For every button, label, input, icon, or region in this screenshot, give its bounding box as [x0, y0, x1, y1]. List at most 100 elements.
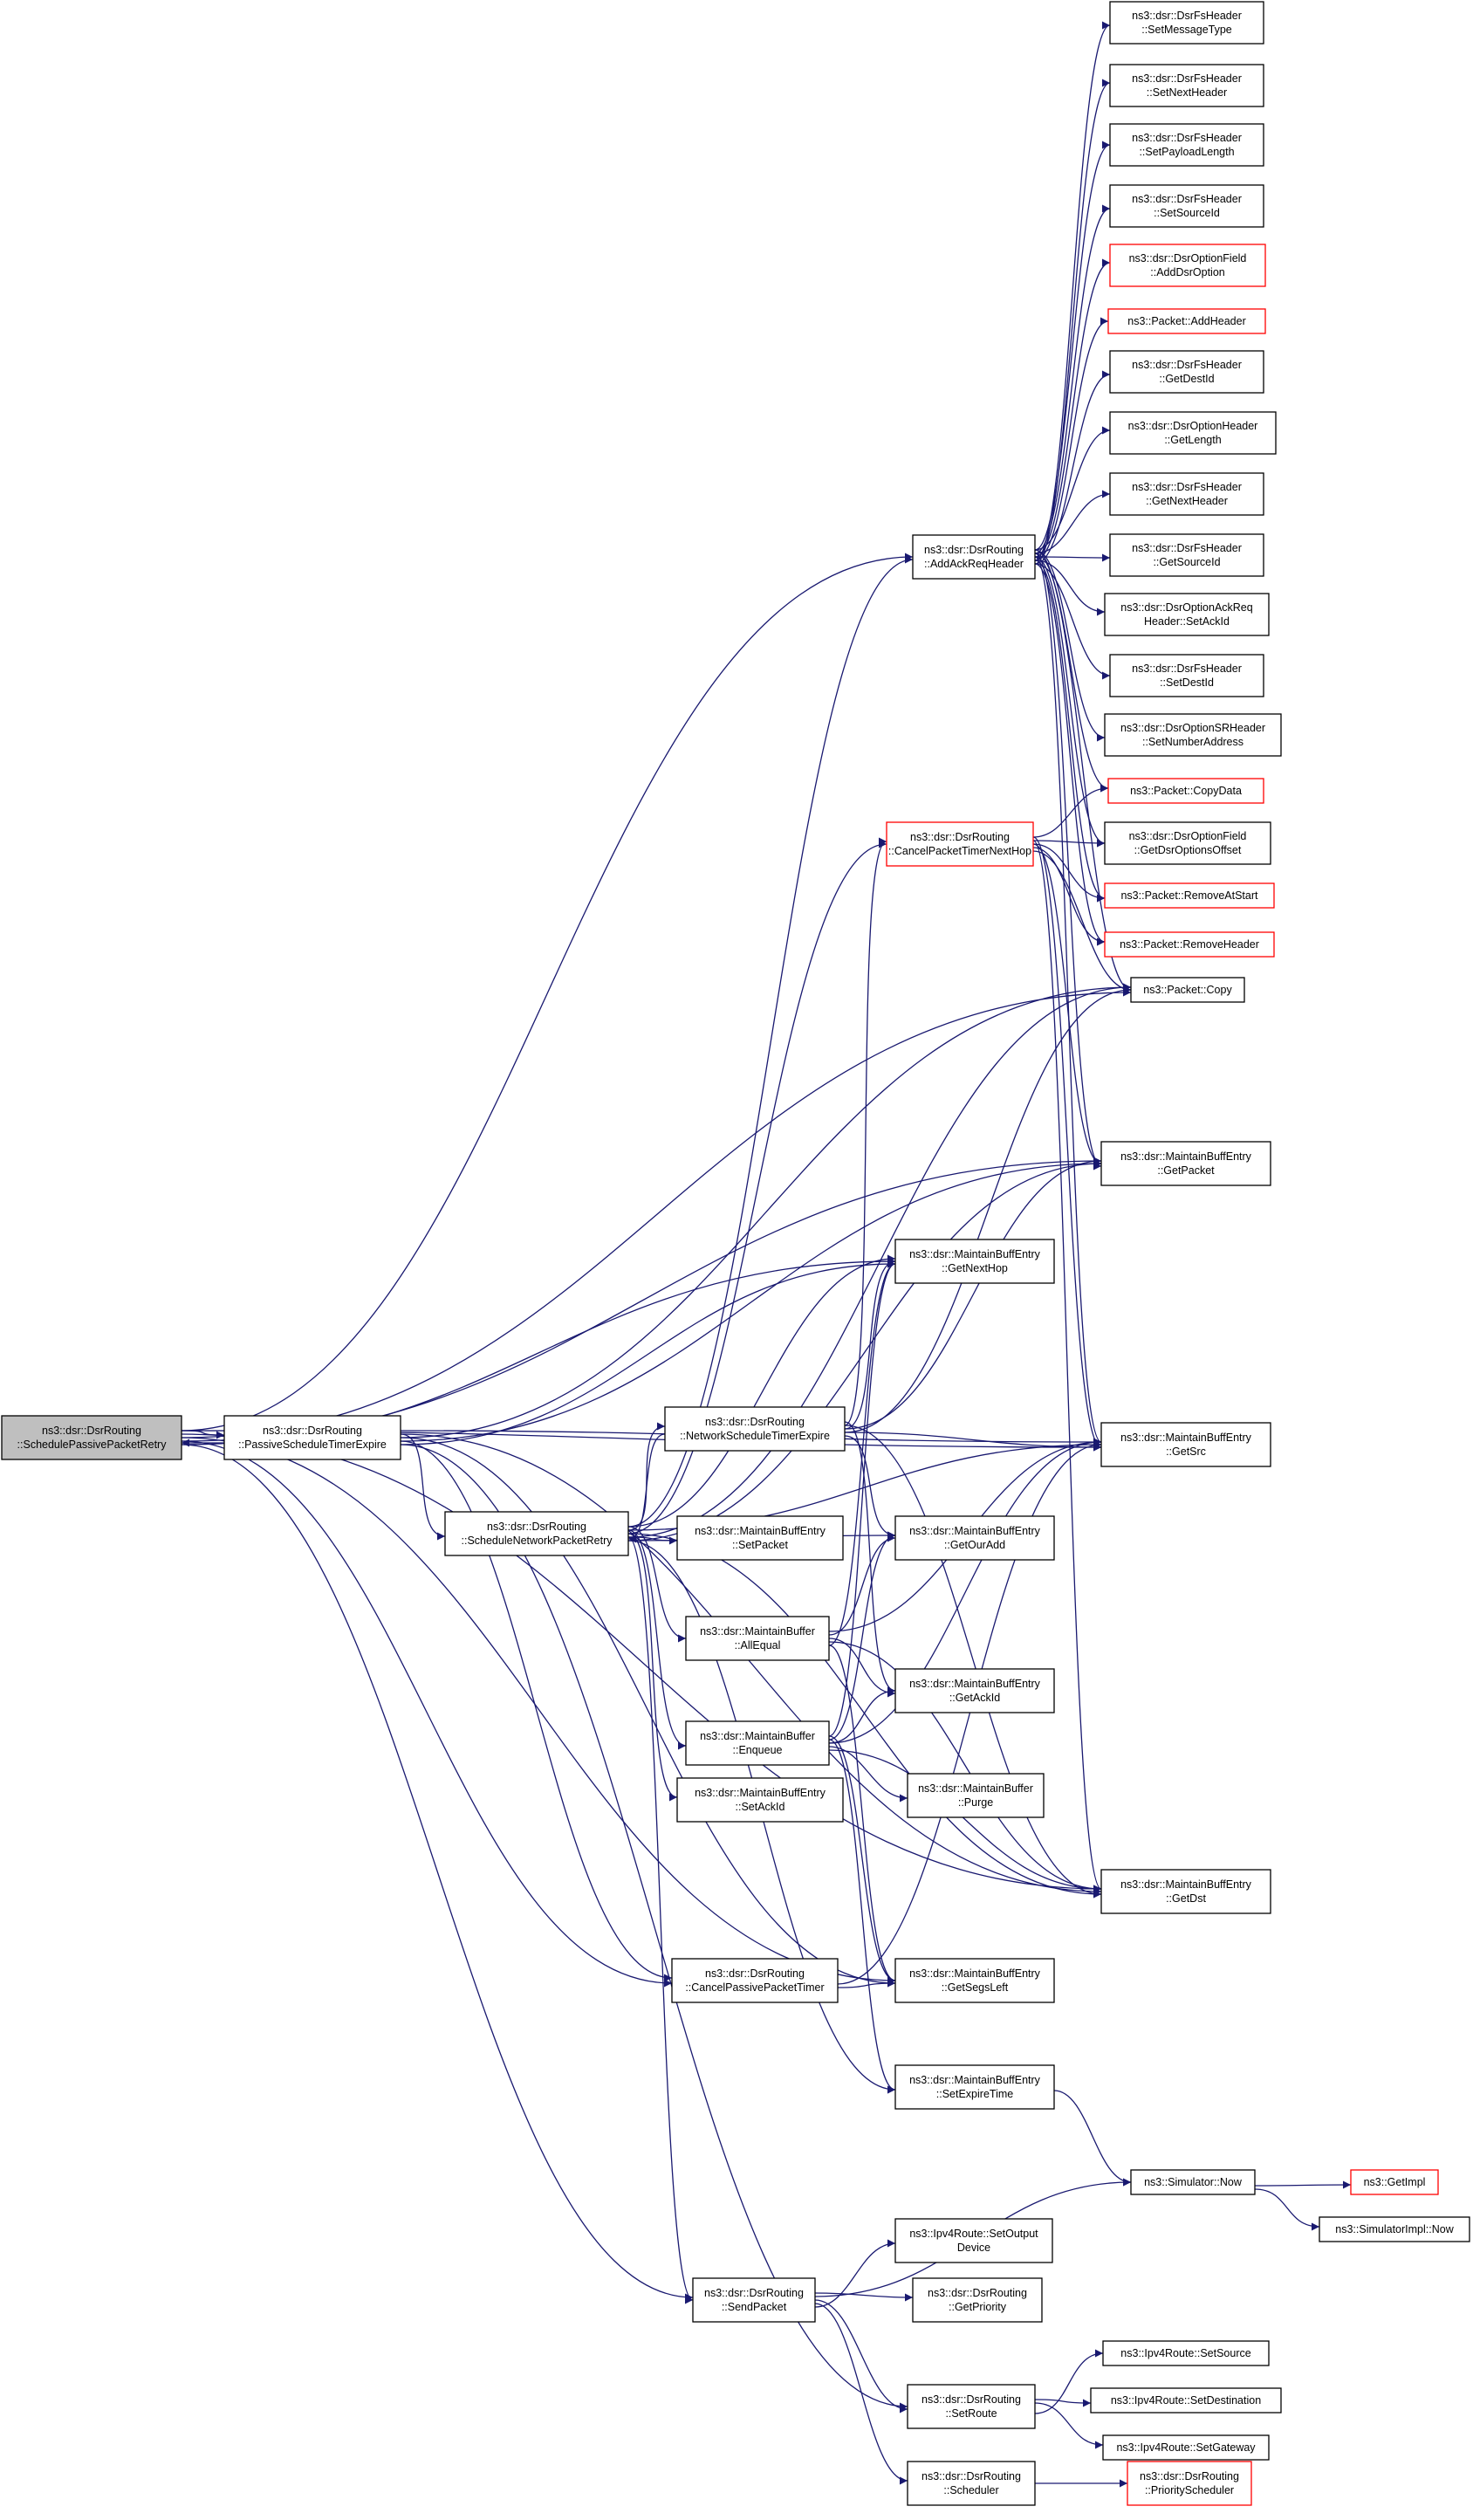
node-mbsetpacket[interactable]: ns3::dsr::MaintainBuffEntry::SetPacket — [676, 1515, 844, 1561]
node-simnow[interactable]: ns3::Simulator::Now — [1130, 2169, 1256, 2195]
node-p_removeheader[interactable]: ns3::Packet::RemoveHeader — [1104, 931, 1275, 958]
node-of_adddsr[interactable]: ns3::dsr::DsrOptionField::AddDsrOption — [1109, 244, 1266, 287]
node-ipv4setdest[interactable]: ns3::Ipv4Route::SetDestination — [1090, 2387, 1282, 2414]
node-box-getdst[interactable] — [1100, 1869, 1271, 1914]
node-sched[interactable]: ns3::dsr::DsrRouting::Scheduler — [907, 2461, 1036, 2506]
node-box-sr_setnum[interactable] — [1104, 713, 1282, 757]
node-box-fs_setsrc[interactable] — [1109, 184, 1264, 228]
node-box-simnow[interactable] — [1130, 2169, 1256, 2195]
node-fs_setsrc[interactable]: ns3::dsr::DsrFsHeader::SetSourceId — [1109, 184, 1264, 228]
node-box-cppt[interactable] — [671, 1958, 839, 2003]
node-allequal[interactable]: ns3::dsr::MaintainBuffer::AllEqual — [685, 1616, 830, 1661]
node-pste[interactable]: ns3::dsr::DsrRouting::PassiveScheduleTim… — [223, 1415, 401, 1460]
node-box-fs_setnexthdr[interactable] — [1109, 64, 1264, 107]
node-fs_setdest[interactable]: ns3::dsr::DsrFsHeader::SetDestId — [1109, 654, 1264, 697]
node-box-of_getoffset[interactable] — [1104, 821, 1271, 865]
node-prioritysched[interactable]: ns3::dsr::DsrRouting::PriorityScheduler — [1127, 2461, 1252, 2506]
node-getouradd[interactable]: ns3::dsr::MaintainBuffEntry::GetOurAdd — [894, 1515, 1055, 1561]
node-ipv4setsource[interactable]: ns3::Ipv4Route::SetSource — [1102, 2340, 1270, 2366]
node-fs_getdest[interactable]: ns3::dsr::DsrFsHeader::GetDestId — [1109, 350, 1264, 394]
node-box-getpacket[interactable] — [1100, 1141, 1271, 1186]
node-sendp[interactable]: ns3::dsr::DsrRouting::SendPacket — [692, 2277, 816, 2323]
node-box-aarh[interactable] — [912, 534, 1036, 580]
node-box-ipv4setoutput[interactable] — [894, 2218, 1053, 2263]
node-box-ack_setackid[interactable] — [1104, 593, 1270, 636]
node-box-root[interactable] — [1, 1415, 182, 1460]
node-cptnh[interactable]: ns3::dsr::DsrRouting::CancelPacketTimerN… — [886, 821, 1034, 867]
node-fs_setnexthdr[interactable]: ns3::dsr::DsrFsHeader::SetNextHeader — [1109, 64, 1264, 107]
node-box-fs_getnext[interactable] — [1109, 472, 1264, 516]
node-box-getsrc[interactable] — [1100, 1422, 1271, 1467]
node-setexpiretime[interactable]: ns3::dsr::MaintainBuffEntry::SetExpireTi… — [894, 2064, 1055, 2110]
node-ack_setackid[interactable]: ns3::dsr::DsrOptionAckReqHeader::SetAckI… — [1104, 593, 1270, 636]
node-box-ipv4setsource[interactable] — [1102, 2340, 1270, 2366]
node-box-nste[interactable] — [664, 1406, 846, 1452]
node-box-fs_setmsgtype[interactable] — [1109, 1, 1264, 45]
node-getpacket[interactable]: ns3::dsr::MaintainBuffEntry::GetPacket — [1100, 1141, 1271, 1186]
node-box-simimplnow[interactable] — [1319, 2216, 1470, 2242]
node-box-p_removeatstart[interactable] — [1104, 882, 1275, 909]
node-box-getpriority[interactable] — [912, 2277, 1043, 2323]
node-ipv4setgw[interactable]: ns3::Ipv4Route::SetGateway — [1102, 2434, 1270, 2461]
node-nste[interactable]: ns3::dsr::DsrRouting::NetworkScheduleTim… — [664, 1406, 846, 1452]
node-box-ipv4setdest[interactable] — [1090, 2387, 1282, 2414]
node-box-p_addheader[interactable] — [1107, 308, 1266, 334]
node-root[interactable]: ns3::dsr::DsrRouting::SchedulePassivePac… — [1, 1415, 182, 1460]
node-box-getouradd[interactable] — [894, 1515, 1055, 1561]
node-aarh[interactable]: ns3::dsr::DsrRouting::AddAckReqHeader — [912, 534, 1036, 580]
node-fs_setmsgtype[interactable]: ns3::dsr::DsrFsHeader::SetMessageType — [1109, 1, 1264, 45]
node-box-fs_getdest[interactable] — [1109, 350, 1264, 394]
node-getnexthop[interactable]: ns3::dsr::MaintainBuffEntry::GetNextHop — [894, 1239, 1055, 1284]
node-box-setroute[interactable] — [907, 2384, 1036, 2429]
node-fs_getsrc[interactable]: ns3::dsr::DsrFsHeader::GetSourceId — [1109, 533, 1264, 577]
node-box-sched[interactable] — [907, 2461, 1036, 2506]
node-box-ipv4setgw[interactable] — [1102, 2434, 1270, 2461]
node-box-p_copy[interactable] — [1130, 977, 1245, 1003]
node-box-p_copydata[interactable] — [1107, 778, 1264, 804]
node-snpr[interactable]: ns3::dsr::DsrRouting::ScheduleNetworkPac… — [444, 1511, 629, 1556]
node-box-getimpl[interactable] — [1350, 2169, 1439, 2195]
node-oh_getlen[interactable]: ns3::dsr::DsrOptionHeader::GetLength — [1109, 411, 1277, 455]
node-getimpl[interactable]: ns3::GetImpl — [1350, 2169, 1439, 2195]
node-box-prioritysched[interactable] — [1127, 2461, 1252, 2506]
node-box-mbsetackid[interactable] — [676, 1777, 844, 1823]
node-box-getnexthop[interactable] — [894, 1239, 1055, 1284]
node-cppt[interactable]: ns3::dsr::DsrRouting::CancelPassivePacke… — [671, 1958, 839, 2003]
node-box-mbsetpacket[interactable] — [676, 1515, 844, 1561]
node-box-snpr[interactable] — [444, 1511, 629, 1556]
node-box-getackid[interactable] — [894, 1668, 1055, 1713]
node-box-fs_setpayload[interactable] — [1109, 123, 1264, 167]
node-getsrc[interactable]: ns3::dsr::MaintainBuffEntry::GetSrc — [1100, 1422, 1271, 1467]
node-sr_setnum[interactable]: ns3::dsr::DsrOptionSRHeader::SetNumberAd… — [1104, 713, 1282, 757]
node-box-oh_getlen[interactable] — [1109, 411, 1277, 455]
node-getackid[interactable]: ns3::dsr::MaintainBuffEntry::GetAckId — [894, 1668, 1055, 1713]
node-box-allequal[interactable] — [685, 1616, 830, 1661]
node-box-enqueue[interactable] — [685, 1720, 830, 1766]
node-simimplnow[interactable]: ns3::SimulatorImpl::Now — [1319, 2216, 1470, 2242]
node-fs_setpayload[interactable]: ns3::dsr::DsrFsHeader::SetPayloadLength — [1109, 123, 1264, 167]
node-p_removeatstart[interactable]: ns3::Packet::RemoveAtStart — [1104, 882, 1275, 909]
node-p_copydata[interactable]: ns3::Packet::CopyData — [1107, 778, 1264, 804]
node-box-setexpiretime[interactable] — [894, 2064, 1055, 2110]
node-box-fs_getsrc[interactable] — [1109, 533, 1264, 577]
node-box-p_removeheader[interactable] — [1104, 931, 1275, 958]
node-p_addheader[interactable]: ns3::Packet::AddHeader — [1107, 308, 1266, 334]
node-box-getsegsleft[interactable] — [894, 1958, 1055, 2003]
node-setroute[interactable]: ns3::dsr::DsrRouting::SetRoute — [907, 2384, 1036, 2429]
node-box-of_adddsr[interactable] — [1109, 244, 1266, 287]
node-p_copy[interactable]: ns3::Packet::Copy — [1130, 977, 1245, 1003]
node-box-pste[interactable] — [223, 1415, 401, 1460]
node-box-purge[interactable] — [907, 1773, 1045, 1818]
node-mbsetackid[interactable]: ns3::dsr::MaintainBuffEntry::SetAckId — [676, 1777, 844, 1823]
node-getdst[interactable]: ns3::dsr::MaintainBuffEntry::GetDst — [1100, 1869, 1271, 1914]
node-box-cptnh[interactable] — [886, 821, 1034, 867]
node-purge[interactable]: ns3::dsr::MaintainBuffer::Purge — [907, 1773, 1045, 1818]
node-enqueue[interactable]: ns3::dsr::MaintainBuffer::Enqueue — [685, 1720, 830, 1766]
node-box-sendp[interactable] — [692, 2277, 816, 2323]
node-getsegsleft[interactable]: ns3::dsr::MaintainBuffEntry::GetSegsLeft — [894, 1958, 1055, 2003]
node-of_getoffset[interactable]: ns3::dsr::DsrOptionField::GetDsrOptionsO… — [1104, 821, 1271, 865]
node-fs_getnext[interactable]: ns3::dsr::DsrFsHeader::GetNextHeader — [1109, 472, 1264, 516]
node-getpriority[interactable]: ns3::dsr::DsrRouting::GetPriority — [912, 2277, 1043, 2323]
node-box-fs_setdest[interactable] — [1109, 654, 1264, 697]
